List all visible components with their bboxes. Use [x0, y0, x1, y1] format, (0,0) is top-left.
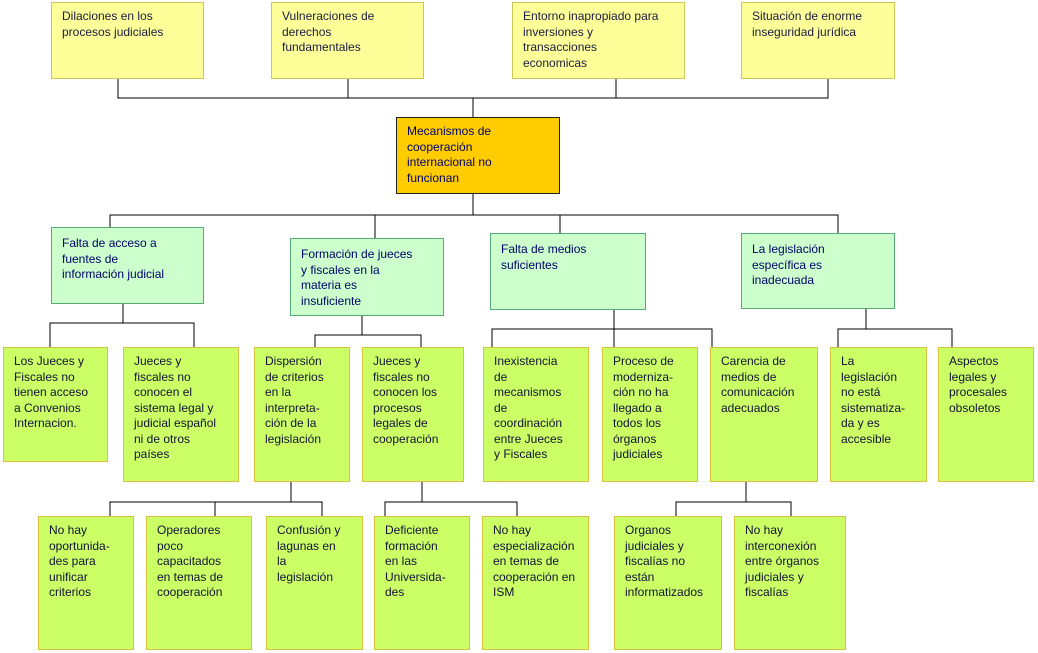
subcause-box: Carencia de medios de comunicación adecu… — [710, 347, 818, 482]
cause-box: Falta de acceso a fuentes de información… — [51, 227, 204, 304]
root-cause-box: No hay interconexión entre órganos judic… — [734, 516, 846, 650]
subcause-box: Los Jueces y Fiscales no tienen acceso a… — [3, 347, 108, 462]
cause-box: Falta de medios suficientes — [490, 233, 646, 310]
connector-line — [837, 328, 953, 348]
connector-line — [109, 501, 323, 516]
connector-line — [109, 214, 839, 234]
core-problem-box: Mecanismos de cooperación internacional … — [396, 117, 560, 194]
effect-box: Entorno inapropiado para inversiones y t… — [512, 2, 685, 79]
root-cause-box: Confusión y lagunas en la legislación — [266, 516, 363, 650]
root-cause-box: Deficiente formación en las Universida- … — [374, 516, 470, 650]
effect-box: Situación de enorme inseguridad jurídica — [741, 2, 895, 79]
subcause-box: Jueces y fiscales no conocen el sistema … — [123, 347, 239, 482]
root-cause-box: Operadores poco capacitados en temas de … — [146, 516, 252, 650]
cause-box: La legislación específica es inadecuada — [741, 233, 895, 309]
subcause-box: Aspectos legales y procesales obsoletos — [938, 347, 1034, 482]
subcause-box: Dispersión de criterios en la interpreta… — [254, 347, 350, 482]
effect-box: Vulneraciones de derechos fundamentales — [271, 2, 424, 79]
effect-box: Dilaciones en los procesos judiciales — [51, 2, 204, 79]
root-cause-box: Organos judiciales y fiscalías no están … — [614, 516, 722, 650]
connector-line — [675, 501, 792, 516]
connector-line — [384, 501, 518, 516]
cause-box: Formación de jueces y fiscales en la mat… — [290, 238, 444, 316]
subcause-box: Inexistencia de mecanismos de coordinaci… — [483, 347, 589, 482]
connector-line — [117, 79, 829, 99]
connector-line — [49, 322, 195, 348]
subcause-box: La legislación no está sistematiza- da y… — [830, 347, 927, 482]
subcause-box: Proceso de moderniza- ción no ha llegado… — [602, 347, 698, 482]
root-cause-box: No hay oportunida- des para unificar cri… — [38, 516, 134, 650]
connector-line — [314, 334, 422, 348]
connector-line — [491, 328, 713, 348]
subcause-box: Jueces y fiscales no conocen los proceso… — [362, 347, 464, 482]
root-cause-box: No hay especialización en temas de coope… — [482, 516, 589, 650]
